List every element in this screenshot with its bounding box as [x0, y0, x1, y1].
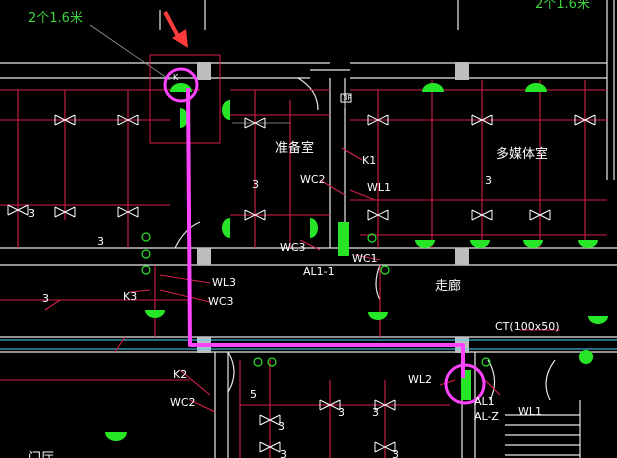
room-name-corridor: 走廊 — [435, 278, 461, 294]
circuit-count-label: 3 — [485, 174, 492, 187]
circuit-count-label: 3 — [338, 406, 345, 419]
highlight-route — [186, 87, 465, 378]
circuit-count-label: 3 — [392, 448, 399, 458]
label-wl1-upper: WL1 — [367, 181, 391, 194]
callout-box — [149, 54, 221, 144]
annotation-arrow-icon — [163, 11, 188, 48]
light-fixtures — [105, 83, 608, 441]
label-k1: K1 — [362, 154, 376, 167]
circuit-count-label: 3 — [280, 448, 287, 458]
circuit-count-label: 3 — [28, 207, 35, 220]
distribution-board-al1-1 — [338, 222, 349, 256]
circuit-count-label: 5 — [250, 388, 257, 401]
label-ct: CT(100x50) — [495, 320, 560, 333]
labels: 2个1.6米 2个1.6米 准备室 多媒体室 走廊 门厅 K 3P K1 WC2… — [28, 0, 590, 458]
label-wl3: WL3 — [212, 276, 236, 289]
label-k3: K3 — [123, 290, 137, 303]
cable-tray — [0, 339, 617, 350]
circuit-wiring — [0, 80, 607, 458]
label-wc1: WC1 — [352, 252, 378, 265]
ceiling-fans — [7, 114, 596, 453]
breaker-label-3p: 3P — [343, 94, 352, 102]
circuit-count-label: 3 — [372, 406, 379, 419]
label-wc2-upper: WC2 — [300, 173, 326, 186]
label-wc3-upper: WC3 — [280, 241, 306, 254]
columns — [197, 62, 469, 353]
label-wl1-lower: WL1 — [518, 405, 542, 418]
room-name-multimedia: 多媒体室 — [496, 146, 548, 162]
thin-links — [89, 24, 346, 124]
distribution-board-al1 — [461, 370, 471, 400]
highlight-circle-top — [163, 67, 199, 103]
room-name-lobby: 门厅 — [28, 451, 54, 458]
label-k2: K2 — [173, 368, 187, 381]
top-left-note: 2个1.6米 — [28, 11, 83, 26]
label-al1: AL1 — [474, 395, 495, 408]
distribution-box-top — [340, 93, 352, 103]
highlight-circle-bottom — [444, 363, 486, 405]
circuit-count-label: 3 — [278, 420, 285, 433]
label-wl2: WL2 — [408, 373, 432, 386]
room-name-prep: 准备室 — [275, 140, 314, 156]
switch-label-k: K — [173, 73, 179, 82]
top-right-note: 2个1.6米 — [535, 0, 590, 12]
circuit-count-label: 3 — [252, 178, 259, 191]
circuit-count-label: 3 — [42, 292, 49, 305]
circuit-count-label: 3 — [97, 235, 104, 248]
label-wc3-lower: WC3 — [208, 295, 234, 308]
label-al1-1: AL1-1 — [303, 265, 335, 278]
label-al-z: AL-Z — [474, 410, 499, 423]
sockets — [141, 232, 491, 367]
label-wc2-lower: WC2 — [170, 396, 196, 409]
